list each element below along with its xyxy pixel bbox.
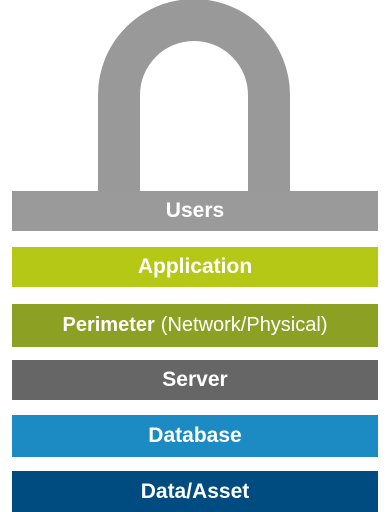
layer-perimeter-sublabel: (Network/Physical) <box>160 314 328 336</box>
layer-users: Users <box>12 191 378 231</box>
layer-database: Database <box>12 415 378 457</box>
layer-data-asset-label: Data/Asset <box>140 479 250 503</box>
layer-database-label: Database <box>148 424 242 447</box>
layer-application-label: Application <box>137 255 253 278</box>
padlock-shackle-icon <box>98 0 290 192</box>
layer-data-asset: Data/Asset <box>12 471 378 512</box>
layer-perimeter: Perimeter (Network/Physical) <box>12 304 378 347</box>
layer-server: Server <box>12 360 378 400</box>
layer-users-label: Users <box>165 199 225 222</box>
layer-perimeter-label: Perimeter <box>62 314 155 336</box>
layer-application: Application <box>12 247 378 287</box>
layer-server-label: Server <box>162 368 228 391</box>
